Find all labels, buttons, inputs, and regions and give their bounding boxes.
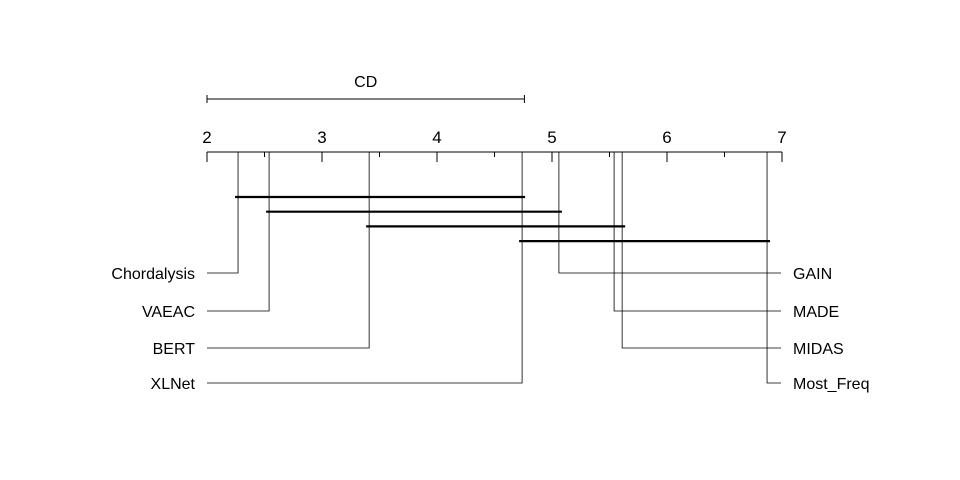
method-label: MIDAS [793, 341, 844, 358]
method-connector [613, 152, 781, 312]
method-connector [558, 152, 781, 274]
method-connector [766, 152, 781, 384]
method-label: Chordalysis [111, 266, 195, 283]
cd-label: CD [354, 74, 377, 91]
method-connector [207, 152, 239, 274]
rank-axis: 2 3 4 5 6 7 [202, 128, 787, 162]
method-label: VAEAC [142, 304, 195, 321]
axis-tick-label: 3 [317, 128, 326, 147]
method-label: Most_Freq [793, 376, 869, 393]
cd-scale: CD [206, 74, 525, 103]
axis-tick-label: 5 [547, 128, 556, 147]
method-label: MADE [793, 304, 839, 321]
method-connector [207, 152, 270, 312]
method-label: GAIN [793, 266, 832, 283]
axis-tick-label: 2 [202, 128, 211, 147]
method-label: XLNet [151, 376, 196, 393]
axis-tick-label: 6 [662, 128, 671, 147]
axis-tick-label: 7 [777, 128, 786, 147]
axis-tick-label: 4 [432, 128, 441, 147]
clique-bars [235, 195, 771, 243]
method-connector [621, 152, 781, 349]
method-connector [207, 152, 370, 349]
method-label: BERT [153, 341, 196, 358]
method-connector [207, 152, 523, 384]
